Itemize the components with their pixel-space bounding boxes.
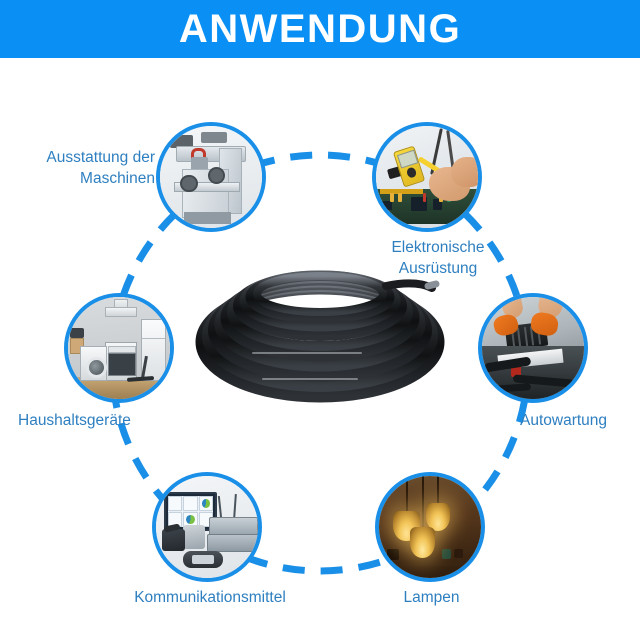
circuit-board-multimeter-photo [376, 126, 478, 228]
label-machines-line2: Maschinen [80, 169, 155, 187]
node-communications[interactable] [152, 472, 262, 582]
center-product-cable-coil [190, 256, 450, 416]
page-title: ANWENDUNG [178, 7, 462, 51]
label-home-appliances: Haushaltsgeräte [18, 412, 131, 429]
label-machines-line1: Ausstattung der [46, 149, 155, 166]
milling-machine-photo [160, 126, 262, 228]
node-home-appliances[interactable] [64, 293, 174, 403]
network-telephony-equipment-photo [156, 476, 258, 578]
kitchen-appliances-photo [68, 297, 170, 399]
label-machines: Ausstattung der Maschinen [20, 148, 155, 190]
label-electronics-line2: Ausrüstung [398, 259, 478, 277]
car-engine-service-photo [482, 297, 584, 399]
diagram-area: Ausstattung der Maschinen Elektronische … [0, 58, 640, 640]
label-communications: Kommunikationsmittel [134, 589, 286, 606]
node-electronics[interactable] [372, 122, 482, 232]
node-lamps[interactable] [375, 472, 485, 582]
header-banner: ANWENDUNG [0, 0, 640, 58]
label-electronics: Elektronische Ausrüstung [368, 238, 508, 280]
label-auto-maintenance: Autowartung [520, 412, 608, 429]
cable-coil-illustration [195, 270, 445, 403]
label-lamps: Lampen [403, 589, 460, 606]
label-electronics-line1: Elektronische [391, 239, 485, 256]
pendant-lamps-photo [379, 476, 481, 578]
node-machines[interactable] [156, 122, 266, 232]
node-auto-maintenance[interactable] [478, 293, 588, 403]
